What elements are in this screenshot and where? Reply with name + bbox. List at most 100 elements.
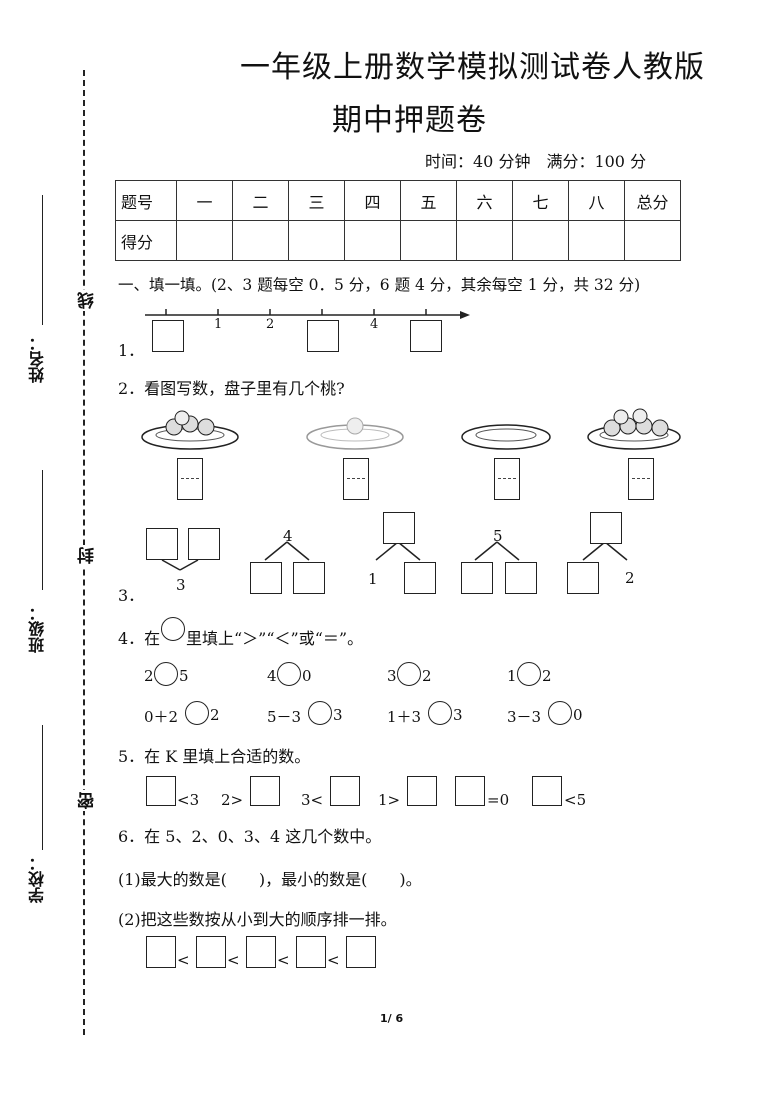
compare-left: 1＋3 xyxy=(387,708,422,726)
answer-box[interactable] xyxy=(246,936,276,968)
compare-left: 0＋2 xyxy=(144,708,179,726)
seal-char-feng: 封 xyxy=(75,545,100,566)
score-input-cell[interactable] xyxy=(568,220,625,261)
score-cell: 五 xyxy=(400,180,457,221)
compare-right: 2 xyxy=(422,667,432,685)
compare-circle-input[interactable] xyxy=(517,662,541,686)
exam-info: 时间：40 分钟 满分：100 分 xyxy=(425,152,647,171)
answer-box[interactable] xyxy=(177,458,203,500)
answer-box[interactable] xyxy=(505,562,537,594)
compare-right: 2 xyxy=(210,706,220,724)
answer-box[interactable] xyxy=(410,320,442,352)
number-bond-lines xyxy=(161,541,628,571)
answer-box[interactable] xyxy=(330,776,360,806)
answer-box[interactable] xyxy=(346,936,376,968)
score-cell: 六 xyxy=(456,180,513,221)
answer-box[interactable] xyxy=(455,776,485,806)
score-cell: 题号 xyxy=(115,180,177,221)
compare-circle-input[interactable] xyxy=(397,662,421,686)
bond-number: 3 xyxy=(176,576,186,594)
compare-right: 0 xyxy=(573,706,583,724)
score-table: 题号 一 二 三 四 五 六 七 八 总分 得分 xyxy=(115,180,681,261)
compare-left: 2 xyxy=(144,667,154,685)
answer-box[interactable] xyxy=(590,512,622,544)
score-input-cell[interactable] xyxy=(624,220,681,261)
compare-circle-input[interactable] xyxy=(277,662,301,686)
answer-box[interactable] xyxy=(146,528,178,560)
answer-box[interactable] xyxy=(343,458,369,500)
q4-text-post: 里填上“＞”“＜”或“＝”。 xyxy=(186,629,364,648)
q3-label: 3． xyxy=(118,586,145,605)
compare-right: 5 xyxy=(179,667,189,685)
plate-icon xyxy=(306,417,404,450)
q4-text-pre: 4．在 xyxy=(118,629,161,648)
plate-icon xyxy=(461,424,551,450)
inequality-text: =0 xyxy=(487,791,510,809)
score-input-cell[interactable] xyxy=(232,220,289,261)
bond-number: 2 xyxy=(625,569,635,587)
q6-part2: (2)把这些数按从小到大的顺序排一排。 xyxy=(118,910,397,929)
plates-with-peaches-image xyxy=(141,408,681,450)
score-cell: 一 xyxy=(176,180,233,221)
bond-number: 4 xyxy=(283,527,293,545)
compare-circle-input[interactable] xyxy=(185,701,209,725)
score-input-cell[interactable] xyxy=(456,220,513,261)
section-heading: 一、填一填。(2、3 题每空 0．5 分，6 题 4 分，其余每空 1 分，共 … xyxy=(118,276,641,294)
compare-right: 0 xyxy=(302,667,312,685)
answer-box[interactable] xyxy=(196,936,226,968)
answer-box[interactable] xyxy=(567,562,599,594)
score-cell: 七 xyxy=(512,180,569,221)
number-line xyxy=(145,309,470,319)
compare-right: 3 xyxy=(453,706,463,724)
answer-box[interactable] xyxy=(188,528,220,560)
answer-box[interactable] xyxy=(407,776,437,806)
answer-box[interactable] xyxy=(250,776,280,806)
answer-box[interactable] xyxy=(250,562,282,594)
score-cell: 四 xyxy=(344,180,401,221)
compare-right: 2 xyxy=(542,667,552,685)
score-input-cell[interactable] xyxy=(344,220,401,261)
answer-box[interactable] xyxy=(293,562,325,594)
compare-circle-icon xyxy=(161,617,185,641)
answer-box[interactable] xyxy=(628,458,654,500)
score-table-header-row: 题号 一 二 三 四 五 六 七 八 总分 xyxy=(115,180,681,221)
answer-box[interactable] xyxy=(494,458,520,500)
score-input-cell[interactable] xyxy=(512,220,569,261)
score-cell: 三 xyxy=(288,180,345,221)
answer-box[interactable] xyxy=(307,320,339,352)
compare-circle-input[interactable] xyxy=(428,701,452,725)
answer-box[interactable] xyxy=(296,936,326,968)
inequality-text: <5 xyxy=(564,791,587,809)
answer-box[interactable] xyxy=(146,936,176,968)
score-input-cell[interactable] xyxy=(288,220,345,261)
answer-box[interactable] xyxy=(383,512,415,544)
q5-text: 5．在 K 里填上合适的数。 xyxy=(118,747,311,766)
score-input-cell[interactable] xyxy=(176,220,233,261)
class-label: 班级： xyxy=(28,605,47,653)
q2-text: 2．看图写数，盘子里有几个桃? xyxy=(118,379,345,398)
answer-box[interactable] xyxy=(461,562,493,594)
inequality-text: <3 xyxy=(177,791,200,809)
compare-circle-input[interactable] xyxy=(548,701,572,725)
compare-circle-input[interactable] xyxy=(308,701,332,725)
answer-box[interactable] xyxy=(152,320,184,352)
tick-label: 2 xyxy=(266,317,275,332)
answer-box[interactable] xyxy=(146,776,176,806)
answer-box[interactable] xyxy=(532,776,562,806)
bond-number: 5 xyxy=(493,527,503,545)
compare-circle-input[interactable] xyxy=(154,662,178,686)
less-than-sign: < xyxy=(277,951,290,969)
page-subtitle: 期中押题卷 xyxy=(332,103,487,138)
seal-char-mi: 密 xyxy=(75,790,100,811)
score-input-cell[interactable] xyxy=(400,220,457,261)
page-number: 1/ 6 xyxy=(380,1012,404,1025)
less-than-sign: < xyxy=(177,951,190,969)
answer-box[interactable] xyxy=(404,562,436,594)
name-label: 姓名： xyxy=(28,335,47,383)
score-cell: 二 xyxy=(232,180,289,221)
inequality-text: 2> xyxy=(221,791,244,809)
score-cell: 八 xyxy=(568,180,625,221)
name-underline xyxy=(42,195,43,325)
compare-left: 4 xyxy=(267,667,277,685)
bond-number: 1 xyxy=(368,570,378,588)
